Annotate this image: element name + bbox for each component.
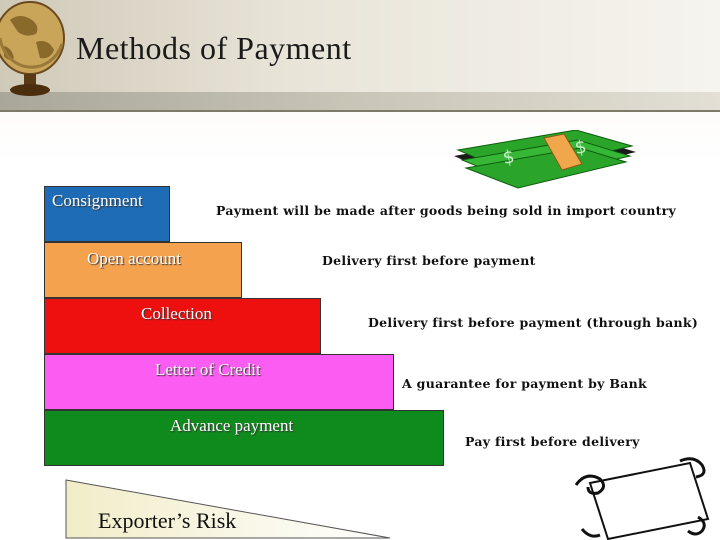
step-label-letter-of-credit: Letter of Credit: [155, 360, 261, 379]
money-stack-icon: $ $: [454, 130, 636, 189]
desc-letter-of-credit: A guarantee for payment by Bank: [402, 376, 647, 391]
svg-text:$: $: [501, 146, 516, 169]
step-open-account: [44, 242, 242, 298]
scroll-icon: [574, 457, 710, 540]
svg-text:$: $: [573, 136, 588, 159]
risk-wedge: [65, 479, 391, 539]
step-label-collection: Collection: [141, 304, 212, 323]
exporter-risk-label: Exporter’s Risk: [98, 508, 237, 533]
globe-icon: [0, 1, 65, 96]
step-advance-payment: [44, 410, 444, 466]
step-collection: [44, 298, 321, 354]
desc-open-account: Delivery first before payment: [322, 253, 536, 268]
desc-advance-payment: Pay first before delivery: [465, 434, 640, 449]
desc-collection: Delivery first before payment (through b…: [368, 315, 699, 330]
title-underline-band: [0, 92, 720, 110]
step-letter-of-credit: [44, 354, 394, 410]
slide-title: Methods of Payment: [76, 30, 352, 66]
step-label-open-account: Open account: [87, 249, 181, 268]
step-label-advance-payment: Advance payment: [170, 416, 294, 435]
step-label-consignment: Consignment: [52, 191, 143, 210]
step-consignment: [44, 186, 170, 242]
desc-consignment: Payment will be made after goods being s…: [216, 203, 677, 218]
title-band: [0, 0, 720, 112]
